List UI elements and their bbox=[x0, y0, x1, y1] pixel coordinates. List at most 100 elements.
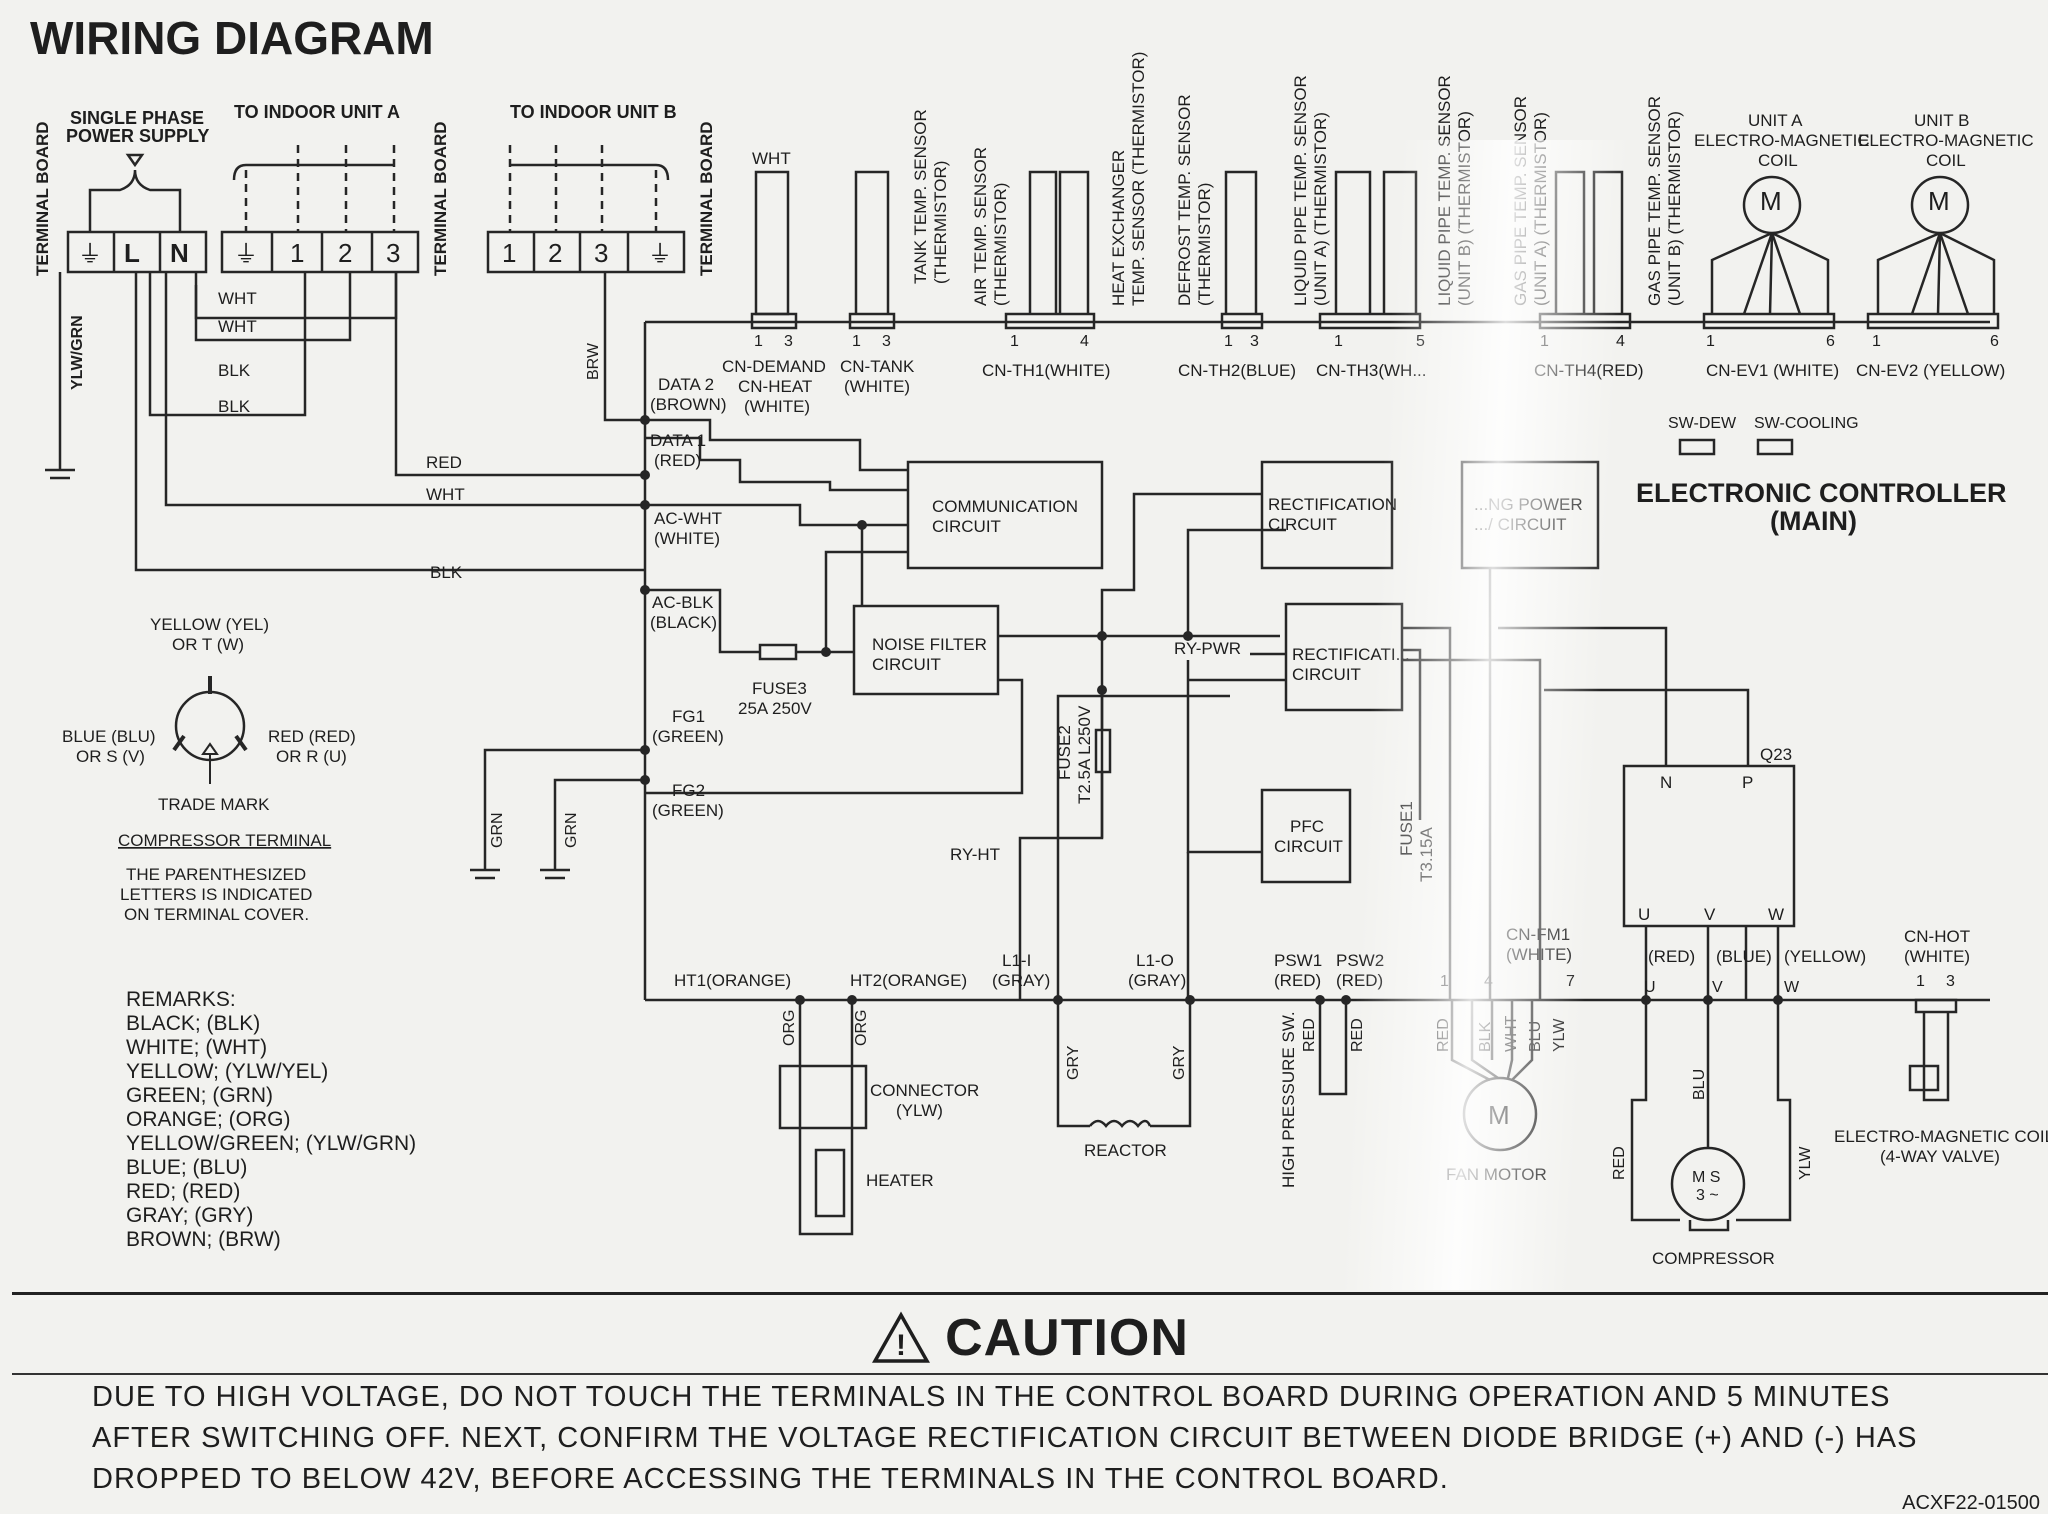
compressor-motor-icon: M S bbox=[1692, 1169, 1720, 1186]
cn-heat-color: (WHITE) bbox=[744, 397, 810, 416]
term-l: L bbox=[124, 238, 140, 268]
ylw-wire-label: YLW bbox=[1797, 1146, 1814, 1180]
ground-icon: ⏚ bbox=[234, 241, 258, 268]
diagram-title: WIRING DIAGRAM bbox=[30, 12, 434, 64]
acwht-label: (WHITE) bbox=[654, 529, 720, 548]
hp-switch-red: RED bbox=[1301, 1018, 1318, 1052]
gry-wire-label: GRY bbox=[1171, 1045, 1188, 1080]
comp-blue-1: BLUE (BLU) bbox=[62, 727, 156, 746]
remark-line: ORANGE; (ORG) bbox=[126, 1108, 291, 1131]
gas-a-sensor-label: (UNIT A) (THERMISTOR) bbox=[1531, 112, 1550, 306]
pin-label: 3 bbox=[1946, 973, 1955, 990]
unit-b-term-2: 2 bbox=[548, 238, 562, 268]
wire-label: BLK bbox=[218, 397, 251, 416]
fg1-label: FG1 bbox=[672, 707, 705, 726]
remark-line: GRAY; (GRY) bbox=[126, 1204, 253, 1227]
red-wire-label: RED bbox=[1349, 1018, 1366, 1052]
rect2-label: CIRCUIT bbox=[1292, 665, 1361, 684]
l1i-label: (GRAY) bbox=[992, 971, 1050, 990]
pin-label: 1 bbox=[1916, 973, 1925, 990]
compressor-terminal-legend bbox=[172, 676, 248, 784]
fg2-label: FG2 bbox=[672, 781, 705, 800]
l1o-label: (GRAY) bbox=[1128, 971, 1186, 990]
term-n: N bbox=[170, 238, 189, 268]
u-label: U bbox=[1638, 905, 1650, 924]
v-label: V bbox=[1704, 905, 1716, 924]
pfc-label: PFC bbox=[1290, 817, 1324, 836]
liq-a-sensor-label: LIQUID PIPE TEMP. SENSOR bbox=[1291, 75, 1310, 306]
unit-a-term-3: 3 bbox=[386, 238, 400, 268]
pin-label: 1 bbox=[1224, 333, 1233, 350]
remarks-title: REMARKS: bbox=[126, 988, 236, 1011]
controller-subtitle: (MAIN) bbox=[1770, 506, 1857, 536]
pin-label: 1 bbox=[1010, 333, 1019, 350]
blu-wire-label: BLU bbox=[1691, 1069, 1708, 1100]
trade-mark-label: TRADE MARK bbox=[158, 795, 270, 814]
fm-wire-label: WHT bbox=[1503, 1015, 1520, 1052]
fm-wire-label: RED bbox=[1435, 1018, 1452, 1052]
fan-motor-icon: M bbox=[1488, 1100, 1510, 1130]
fuse3-label: FUSE3 bbox=[752, 679, 807, 698]
p-label: P bbox=[1742, 773, 1753, 792]
supply-label-2: POWER SUPPLY bbox=[66, 126, 209, 146]
comm-circuit-label: CIRCUIT bbox=[932, 517, 1001, 536]
w-label: W bbox=[1784, 979, 1800, 996]
coil-b-label: ELECTRO-MAGNETIC bbox=[1858, 131, 2034, 150]
sw-power-label: ...NG POWER bbox=[1474, 495, 1583, 514]
liq-a-sensor-label: (UNIT A) (THERMISTOR) bbox=[1311, 112, 1330, 306]
caution-text: DUE TO HIGH VOLTAGE, DO NOT TOUCH THE TE… bbox=[92, 1377, 2022, 1500]
grn-label: GRN bbox=[563, 812, 580, 848]
q23-label: Q23 bbox=[1760, 745, 1792, 764]
wire-label: WHT bbox=[218, 317, 257, 336]
remark-line: YELLOW; (YLW/YEL) bbox=[126, 1060, 328, 1083]
fm-wire-label: YLW bbox=[1551, 1018, 1568, 1052]
valve-label: ELECTRO-MAGNETIC COIL bbox=[1834, 1127, 2048, 1146]
gas-b-sensor-label: GAS PIPE TEMP. SENSOR bbox=[1645, 96, 1664, 306]
pin-label: 1 bbox=[1706, 333, 1715, 350]
cnhot-label: (WHITE) bbox=[1904, 947, 1970, 966]
pin-label: 3 bbox=[882, 333, 891, 350]
compressor-phase-label: 3 ~ bbox=[1696, 1187, 1719, 1204]
ground-icon: ⏚ bbox=[78, 241, 102, 268]
psw1-label: PSW1 bbox=[1274, 951, 1322, 970]
data2-label: DATA 2 bbox=[658, 375, 714, 394]
ground-icon: ⏚ bbox=[648, 241, 672, 268]
compressor-label: COMPRESSOR bbox=[1652, 1249, 1775, 1268]
pin-label: 1 bbox=[1540, 333, 1549, 350]
pin-label: 1 bbox=[852, 333, 861, 350]
defrost-sensor-label: (THERMISTOR) bbox=[1195, 183, 1214, 306]
liq-b-sensor-label: LIQUID PIPE TEMP. SENSOR bbox=[1435, 75, 1454, 306]
grn-label: GRN bbox=[489, 812, 506, 848]
cn-ev2-label: CN-EV2 (YELLOW) bbox=[1856, 361, 2005, 380]
cn-ev1-label: CN-EV1 (WHITE) bbox=[1706, 361, 1839, 380]
comp-yellow-1: YELLOW (YEL) bbox=[150, 615, 269, 634]
n-label: N bbox=[1660, 773, 1672, 792]
pin-label: 7 bbox=[1566, 973, 1575, 990]
air-sensor-label: (THERMISTOR) bbox=[991, 183, 1010, 306]
warning-triangle-icon: ! bbox=[872, 1311, 931, 1363]
cn-demand-label: CN-DEMAND bbox=[722, 357, 826, 376]
acblk-label: AC-BLK bbox=[652, 593, 714, 612]
compressor-terminal-title: COMPRESSOR TERMINAL bbox=[118, 831, 331, 850]
wiring-schematic: WIRING DIAGRAM TERMINAL BOARD SINGLE PHA… bbox=[30, 12, 2048, 1268]
fan-motor-label: FAN MOTOR bbox=[1446, 1165, 1547, 1184]
remark-line: BLUE; (BLU) bbox=[126, 1156, 247, 1179]
hp-switch-label: HIGH PRESSURE SW. bbox=[1279, 1011, 1298, 1188]
ylw-grn-label: YLW/GRN bbox=[69, 315, 86, 390]
l1o-label: L1-O bbox=[1136, 951, 1174, 970]
psw2-label: (RED) bbox=[1336, 971, 1383, 990]
pin-label: 1 bbox=[754, 333, 763, 350]
rect1-label: CIRCUIT bbox=[1268, 515, 1337, 534]
fm-wire-label: BLK bbox=[1477, 1021, 1494, 1052]
caution-title: CAUTION bbox=[945, 1309, 1189, 1367]
remark-line: BLACK; (BLK) bbox=[126, 1012, 260, 1035]
cn-th4-label: CN-TH4(RED) bbox=[1534, 361, 1644, 380]
coil-a-motor-icon: M bbox=[1760, 186, 1782, 216]
cnhot-label: CN-HOT bbox=[1904, 927, 1970, 946]
part-code: ACXF22-01500 bbox=[1902, 1492, 2040, 1514]
fuse2-label: FUSE2 bbox=[1055, 725, 1074, 780]
caution-line: AFTER SWITCHING OFF. NEXT, CONFIRM THE V… bbox=[92, 1422, 1918, 1454]
u-label: U bbox=[1644, 979, 1656, 996]
cn-th1-label: CN-TH1(WHITE) bbox=[982, 361, 1110, 380]
